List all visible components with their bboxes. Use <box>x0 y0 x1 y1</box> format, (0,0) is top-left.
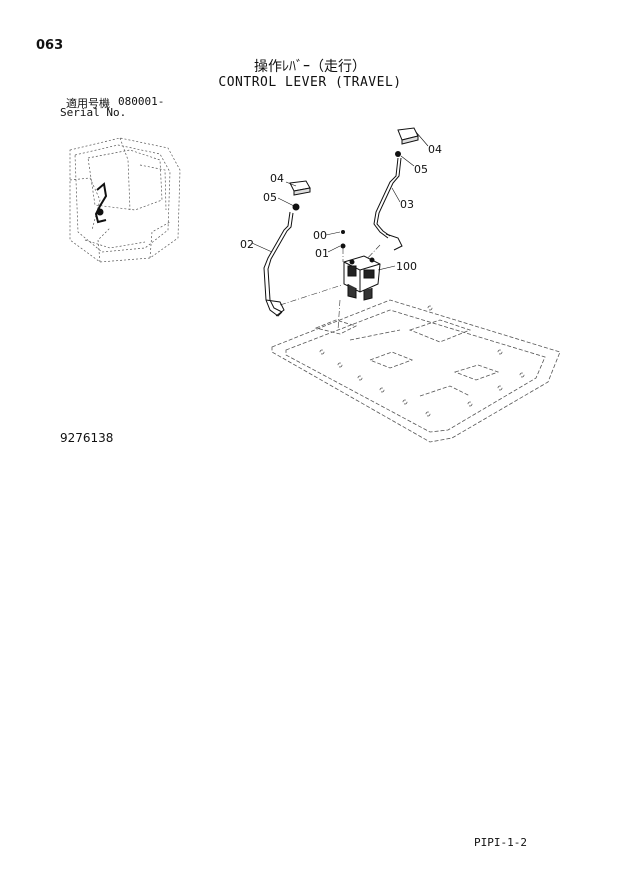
left-lever-collar <box>292 203 300 211</box>
serial-value: 080001- <box>118 95 165 108</box>
machine-overview-thumbnail <box>69 137 181 263</box>
title-japanese: 操作ﾚﾊﾞｰ（走行） <box>254 59 366 75</box>
right-lever-collar <box>395 151 401 157</box>
page-code: 063 <box>36 38 64 53</box>
callout-00: 00 <box>313 229 327 242</box>
drawing-number: 9276138 <box>60 431 114 445</box>
right-lever-knob <box>397 127 419 145</box>
left-lever-knob <box>289 180 311 196</box>
floor-plate <box>271 299 561 443</box>
title-english: CONTROL LEVER (TRAVEL) <box>218 75 402 90</box>
callout-05-left: 05 <box>263 191 277 204</box>
callout-100: 100 <box>396 260 417 273</box>
serial-label-english: Serial No. <box>60 106 127 119</box>
callout-01: 01 <box>315 247 329 260</box>
callout-leaders <box>251 131 429 271</box>
pilot-valve <box>343 255 381 301</box>
serial-label-japanese: 適用号機 <box>66 97 110 110</box>
left-travel-lever <box>263 211 294 317</box>
highlighted-lever-in-overview <box>94 182 108 224</box>
right-travel-lever <box>373 157 403 251</box>
callout-02: 02 <box>240 238 254 251</box>
page-reference: PIPI-1-2 <box>474 836 527 849</box>
callout-04-left: 04 <box>270 172 284 185</box>
callout-05-right: 05 <box>414 163 428 176</box>
callout-03: 03 <box>400 198 414 211</box>
callout-04-right: 04 <box>428 143 442 156</box>
pin-parts <box>340 230 346 249</box>
